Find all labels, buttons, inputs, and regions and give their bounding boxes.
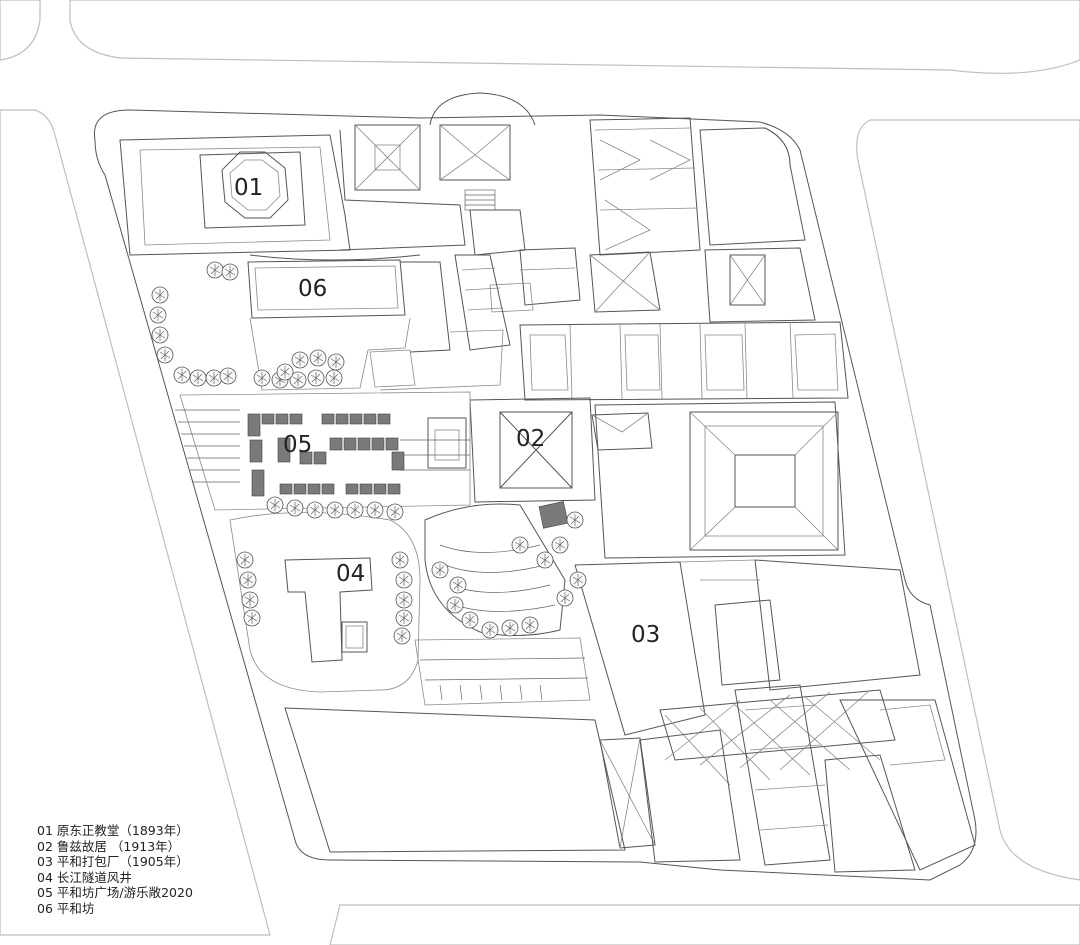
- legend-item: 05 平和坊广场/游乐敞2020: [37, 885, 193, 901]
- tree-branches: [176, 369, 188, 381]
- map-label-04: 04: [336, 561, 365, 587]
- legend-item: 02 鲁兹故居 （1913年）: [37, 838, 181, 854]
- building-04-shaft: [229, 512, 421, 693]
- tree-branches: [452, 579, 464, 591]
- tree-branches: [329, 504, 341, 516]
- tree-branches: [294, 354, 306, 366]
- legend: 01 原东正教堂（1893年） 02 鲁兹故居 （1913年） 03 平和打包厂…: [37, 823, 193, 917]
- site-boundary: [93, 109, 977, 881]
- map-label-03: 03: [631, 622, 660, 648]
- tree-branches: [154, 289, 166, 301]
- building-06: [247, 254, 504, 391]
- tree-branches: [464, 614, 476, 626]
- row-buildings: [519, 321, 849, 401]
- tree-branches: [398, 574, 410, 586]
- tree-branches: [398, 612, 410, 624]
- tree-branches: [152, 309, 164, 321]
- plaza-benches: [247, 413, 405, 497]
- tree-branches: [330, 356, 342, 368]
- tree-branches: [292, 374, 304, 386]
- map-label-06: 06: [298, 276, 327, 302]
- tree-branches: [569, 514, 581, 526]
- tree-branches: [242, 574, 254, 586]
- building-03-factory: [574, 559, 976, 873]
- tree-branches: [289, 502, 301, 514]
- tree-branches: [559, 592, 571, 604]
- legend-item: 03 平和打包厂（1905年）: [37, 854, 189, 870]
- tree-branches: [394, 554, 406, 566]
- amphitheater: [424, 503, 566, 637]
- tree-branches: [504, 622, 516, 634]
- tree-branches: [328, 372, 340, 384]
- tree-branches: [434, 564, 446, 576]
- south-block: [284, 707, 626, 853]
- legend-item: 04 长江隧道风井: [37, 869, 132, 885]
- tree-branches: [312, 352, 324, 364]
- legend-item: 01 原东正教堂（1893年）: [37, 823, 189, 838]
- building-01-church: [119, 134, 351, 256]
- tree-branches: [398, 594, 410, 606]
- tree-branches: [349, 504, 361, 516]
- trees: [149, 261, 587, 645]
- plaza-05: [175, 391, 471, 511]
- tree-branches: [554, 539, 566, 551]
- north-buildings: [339, 92, 816, 351]
- square-hall: [594, 401, 846, 559]
- tree-branches: [279, 366, 291, 378]
- tree-branches: [484, 624, 496, 636]
- tree-branches: [369, 504, 381, 516]
- tree-branches: [208, 372, 220, 384]
- tree-branches: [154, 329, 166, 341]
- tree-branches: [222, 370, 234, 382]
- tree-branches: [224, 266, 236, 278]
- tree-branches: [449, 599, 461, 611]
- tree-branches: [159, 349, 171, 361]
- tree-branches: [256, 372, 268, 384]
- map-label-01: 01: [234, 175, 263, 201]
- tree-branches: [192, 372, 204, 384]
- map-label-05: 05: [283, 432, 312, 458]
- building-02-residence: [427, 397, 653, 529]
- tree-branches: [209, 264, 221, 276]
- tree-branches: [524, 619, 536, 631]
- legend-item: 06 平和坊: [37, 900, 95, 916]
- parking-strip: [414, 637, 591, 706]
- map-labels: 01 02 03 04 05 06: [234, 175, 660, 648]
- tree-branches: [396, 630, 408, 642]
- tree-branches: [244, 594, 256, 606]
- tree-branches: [572, 574, 584, 586]
- tree-branches: [389, 506, 401, 518]
- tree-branches: [246, 612, 258, 624]
- map-label-02: 02: [516, 426, 545, 452]
- tree-branches: [269, 499, 281, 511]
- tree-branches: [539, 554, 551, 566]
- tree-branches: [239, 554, 251, 566]
- tree-branches: [309, 504, 321, 516]
- tree-branches: [514, 539, 526, 551]
- tree-branches: [310, 372, 322, 384]
